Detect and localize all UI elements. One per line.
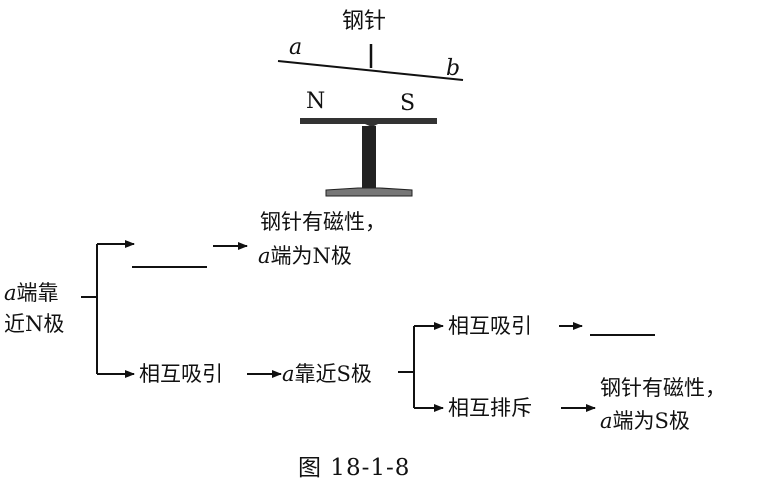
approach-s-text: a靠近S极 [282, 361, 372, 387]
approach-s-var: a [282, 362, 295, 386]
figure-caption: 图 18-1-8 [298, 455, 411, 481]
repel-text: 相互排斥 [448, 396, 532, 420]
start-line1: 端靠 [16, 281, 59, 305]
approach-s-rest: 靠近S极 [294, 362, 372, 386]
magnet-stem [362, 126, 376, 189]
pole-s-label: S [400, 91, 416, 116]
start-text: a端靠 [4, 280, 59, 306]
attract2-text: 相互吸引 [448, 314, 532, 338]
result-top-rest: 端为N极 [270, 244, 352, 268]
result-bottom-var: a [600, 409, 613, 433]
result-top-line1: 钢针有磁性， [260, 210, 386, 234]
result-bottom-line1: 钢针有磁性， [600, 376, 726, 400]
start-text-line2: 近N极 [4, 312, 65, 336]
result-top-var: a [258, 244, 271, 268]
result-bottom-line2: a端为S极 [600, 408, 690, 434]
magnet-base [325, 187, 413, 197]
needle-bar [277, 60, 464, 81]
needle-label: 钢针 [342, 9, 387, 34]
start-var: a [4, 281, 17, 305]
end-a-label: a [289, 35, 303, 60]
magnet-top-plate [300, 118, 437, 127]
pole-n-label: N [306, 89, 326, 114]
attract-text: 相互吸引 [139, 362, 223, 386]
result-bottom-rest: 端为S极 [612, 409, 690, 433]
end-b-label: b [446, 56, 461, 81]
result-top-line2: a端为N极 [258, 243, 352, 269]
